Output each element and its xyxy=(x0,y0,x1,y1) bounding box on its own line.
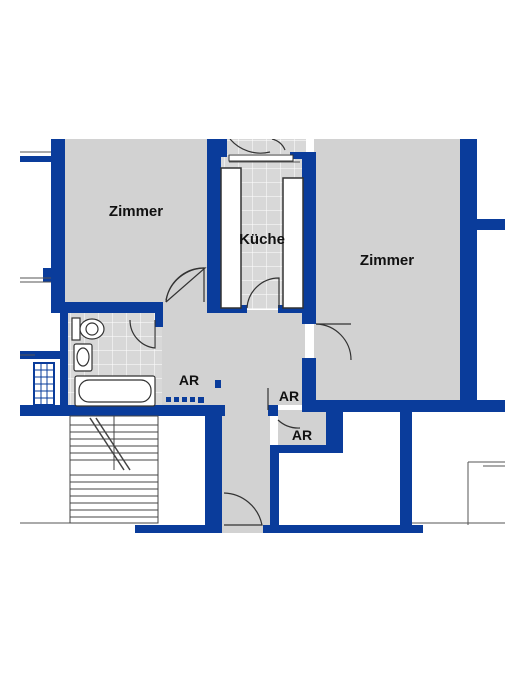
room-label-zimmer-right: Zimmer xyxy=(360,252,414,269)
wall xyxy=(43,268,51,282)
vent-blocks xyxy=(166,397,204,403)
wall xyxy=(155,313,163,327)
wall xyxy=(290,152,316,159)
room-label-ar-hall: AR xyxy=(179,372,199,388)
washbasin-bowl xyxy=(76,347,90,367)
toilet-tank xyxy=(71,317,81,341)
bathroom-fixtures xyxy=(71,317,156,407)
wall xyxy=(270,445,279,533)
bathtub-inner xyxy=(78,379,152,403)
staircase xyxy=(69,415,159,524)
door-swings xyxy=(129,139,352,526)
column xyxy=(215,380,221,388)
wall xyxy=(221,139,227,157)
wall xyxy=(400,405,412,533)
wall xyxy=(207,305,247,313)
window-sill xyxy=(228,154,294,162)
wall xyxy=(302,152,316,324)
wall xyxy=(60,313,68,409)
room-label-ar-middle: AR xyxy=(279,388,299,404)
counter-left xyxy=(220,167,242,309)
wall xyxy=(460,139,477,411)
zimmer-right-floor xyxy=(314,139,466,405)
wall xyxy=(20,405,225,416)
walls xyxy=(20,139,505,533)
wall xyxy=(326,405,343,453)
room-label-zimmer-left: Zimmer xyxy=(109,203,163,220)
wall xyxy=(268,405,278,416)
counter-right xyxy=(282,177,304,309)
wall xyxy=(207,139,221,311)
room-label-kueche: Küche xyxy=(239,231,285,248)
hallway-floor xyxy=(160,305,305,533)
zimmer-left-floor xyxy=(60,139,212,305)
wall xyxy=(51,302,163,313)
ar-small-floor xyxy=(278,410,326,448)
wall xyxy=(135,525,222,533)
wall xyxy=(205,405,222,533)
wall xyxy=(466,139,476,145)
toilet-seat xyxy=(85,322,99,336)
room-label-ar-small: AR xyxy=(292,427,312,443)
wall xyxy=(270,445,342,453)
wall xyxy=(302,358,316,412)
wall xyxy=(477,219,505,230)
wall xyxy=(263,525,423,533)
wall xyxy=(51,139,65,307)
kitchen-counters xyxy=(220,154,304,309)
wall xyxy=(20,156,51,162)
wall xyxy=(20,351,60,359)
radiator-grid xyxy=(34,363,54,405)
wall xyxy=(278,305,316,313)
room-labels: Zimmer Küche Zimmer AR AR AR xyxy=(109,203,414,443)
